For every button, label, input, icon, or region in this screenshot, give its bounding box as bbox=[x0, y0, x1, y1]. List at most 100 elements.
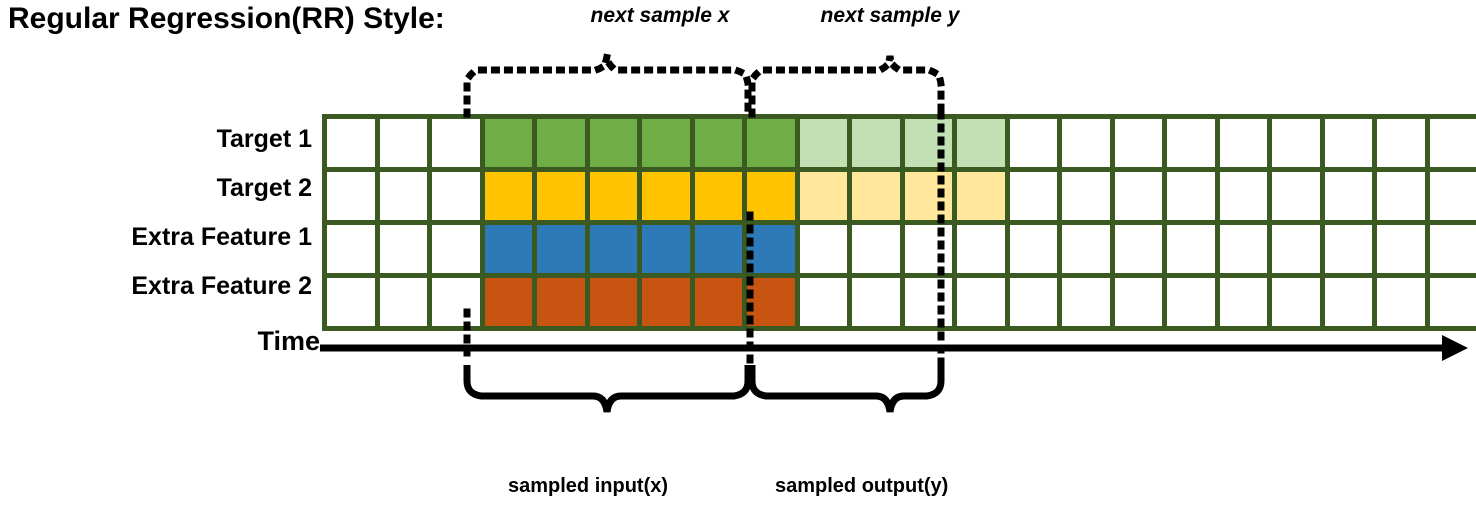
grid-cell-r3-c8-lookback bbox=[694, 225, 742, 273]
grid-cell-r1-c14-empty bbox=[1009, 119, 1057, 167]
grid-cell-r3-c20-empty bbox=[1324, 225, 1372, 273]
grid-cell-r3-c5-lookback bbox=[537, 225, 585, 273]
grid-cell-r2-c11-horizon bbox=[852, 172, 900, 220]
grid-cell-r4-c4-lookback bbox=[484, 278, 532, 326]
grid-cell-r4-c9-lookback bbox=[747, 278, 795, 326]
grid-cell-r1-c17-empty bbox=[1167, 119, 1215, 167]
grid-cell-r2-c20-empty bbox=[1324, 172, 1372, 220]
brace-next-sample-y bbox=[748, 55, 945, 118]
annotation-next-sample-x: next sample x bbox=[590, 4, 730, 27]
grid-cell-r1-c9-lookback bbox=[747, 119, 795, 167]
grid-cell-r1-c8-lookback bbox=[694, 119, 742, 167]
grid-cell-r4-c18-empty bbox=[1219, 278, 1267, 326]
row-label-extra-feature-1: Extra Feature 1 bbox=[131, 223, 312, 251]
grid-cell-r3-c7-lookback bbox=[642, 225, 690, 273]
grid-cell-r1-c6-lookback bbox=[589, 119, 637, 167]
caption-sampled-input: sampled input(x) lookback=6 input_featur… bbox=[508, 424, 711, 516]
grid-cell-r2-c5-lookback bbox=[537, 172, 585, 220]
grid-cell-r2-c16-empty bbox=[1114, 172, 1162, 220]
grid-cell-r3-c14-empty bbox=[1009, 225, 1057, 273]
grid-cell-r2-c22-empty bbox=[1429, 172, 1476, 220]
grid-cell-r2-c9-lookback bbox=[747, 172, 795, 220]
grid-cell-r3-c9-lookback bbox=[747, 225, 795, 273]
grid-cell-r2-c13-horizon bbox=[957, 172, 1005, 220]
grid-cell-r1-c22-empty bbox=[1429, 119, 1476, 167]
grid-cell-r1-c12-horizon bbox=[904, 119, 952, 167]
grid-cell-r1-c15-empty bbox=[1062, 119, 1110, 167]
grid-cell-r4-c8-lookback bbox=[694, 278, 742, 326]
caption-output-line-1: sampled output(y) bbox=[775, 475, 949, 497]
grid-cell-r2-c19-empty bbox=[1272, 172, 1320, 220]
grid-cell-r2-c6-lookback bbox=[589, 172, 637, 220]
grid-cell-r4-c5-lookback bbox=[537, 278, 585, 326]
grid-cell-r3-c2-empty bbox=[379, 225, 427, 273]
grid-cell-r2-c18-empty bbox=[1219, 172, 1267, 220]
grid-cell-r2-c1-empty bbox=[327, 172, 375, 220]
grid-cell-r3-c17-empty bbox=[1167, 225, 1215, 273]
grid-cell-r1-c4-lookback bbox=[484, 119, 532, 167]
caption-sampled-output: sampled output(y) horizon=4 output_featu… bbox=[775, 424, 991, 516]
grid-cell-r3-c10-empty bbox=[799, 225, 847, 273]
grid-cell-r4-c20-empty bbox=[1324, 278, 1372, 326]
grid-cell-r3-c11-empty bbox=[852, 225, 900, 273]
row-label-extra-feature-2: Extra Feature 2 bbox=[131, 272, 312, 300]
grid-cell-r3-c18-empty bbox=[1219, 225, 1267, 273]
brace-sampled-input bbox=[463, 365, 752, 413]
grid-cell-r4-c2-empty bbox=[379, 278, 427, 326]
grid-cell-r4-c19-empty bbox=[1272, 278, 1320, 326]
grid-cell-r2-c7-lookback bbox=[642, 172, 690, 220]
grid-cell-r1-c2-empty bbox=[379, 119, 427, 167]
grid-cell-r1-c3-empty bbox=[432, 119, 480, 167]
grid-cell-r3-c15-empty bbox=[1062, 225, 1110, 273]
grid-cell-r4-c14-empty bbox=[1009, 278, 1057, 326]
grid-cell-r1-c11-horizon bbox=[852, 119, 900, 167]
brace-next-sample-x bbox=[463, 55, 752, 118]
grid-cell-r1-c19-empty bbox=[1272, 119, 1320, 167]
grid-cell-r1-c20-empty bbox=[1324, 119, 1372, 167]
grid-cell-r2-c10-horizon bbox=[799, 172, 847, 220]
grid-cell-r4-c15-empty bbox=[1062, 278, 1110, 326]
row-label-target-1: Target 1 bbox=[216, 125, 312, 153]
grid-cell-r1-c21-empty bbox=[1377, 119, 1425, 167]
grid-cell-r4-c21-empty bbox=[1377, 278, 1425, 326]
grid-cell-r2-c12-horizon bbox=[904, 172, 952, 220]
grid-cell-r1-c16-empty bbox=[1114, 119, 1162, 167]
grid-cell-r4-c10-empty bbox=[799, 278, 847, 326]
brace-sampled-output bbox=[748, 365, 945, 413]
grid-cell-r4-c16-empty bbox=[1114, 278, 1162, 326]
grid-cell-r1-c13-horizon bbox=[957, 119, 1005, 167]
grid-cell-r4-c3-empty bbox=[432, 278, 480, 326]
grid-cell-r3-c12-empty bbox=[904, 225, 952, 273]
grid-cell-r2-c14-empty bbox=[1009, 172, 1057, 220]
grid-cell-r4-c6-lookback bbox=[589, 278, 637, 326]
row-label-column: Target 1 Target 2 Extra Feature 1 Extra … bbox=[0, 115, 312, 311]
annotation-next-sample-y: next sample y bbox=[820, 4, 960, 27]
grid-cell-r3-c21-empty bbox=[1377, 225, 1425, 273]
grid-cell-r4-c22-empty bbox=[1429, 278, 1476, 326]
time-axis-label: Time bbox=[257, 326, 320, 356]
grid-cell-r4-c1-empty bbox=[327, 278, 375, 326]
grid-cell-r3-c13-empty bbox=[957, 225, 1005, 273]
grid-cell-r4-c17-empty bbox=[1167, 278, 1215, 326]
grid-cell-r4-c11-empty bbox=[852, 278, 900, 326]
grid-cell-r1-c5-lookback bbox=[537, 119, 585, 167]
grid-cell-r4-c7-lookback bbox=[642, 278, 690, 326]
grid-cell-r2-c2-empty bbox=[379, 172, 427, 220]
grid-cell-r2-c17-empty bbox=[1167, 172, 1215, 220]
caption-input-line-1: sampled input(x) bbox=[508, 475, 669, 497]
grid-cell-r4-c12-empty bbox=[904, 278, 952, 326]
grid-cell-r3-c3-empty bbox=[432, 225, 480, 273]
time-axis-arrow bbox=[320, 335, 1468, 361]
grid-cell-r3-c16-empty bbox=[1114, 225, 1162, 273]
grid-cell-r1-c18-empty bbox=[1219, 119, 1267, 167]
grid-cell-r3-c19-empty bbox=[1272, 225, 1320, 273]
grid-cell-r1-c10-horizon bbox=[799, 119, 847, 167]
grid-cell-r3-c4-lookback bbox=[484, 225, 532, 273]
row-label-target-2: Target 2 bbox=[216, 174, 312, 202]
grid-cell-r1-c1-empty bbox=[327, 119, 375, 167]
grid-cell-r1-c7-lookback bbox=[642, 119, 690, 167]
grid-cell-r3-c1-empty bbox=[327, 225, 375, 273]
grid-cell-r2-c4-lookback bbox=[484, 172, 532, 220]
timeline-grid bbox=[322, 114, 1476, 331]
